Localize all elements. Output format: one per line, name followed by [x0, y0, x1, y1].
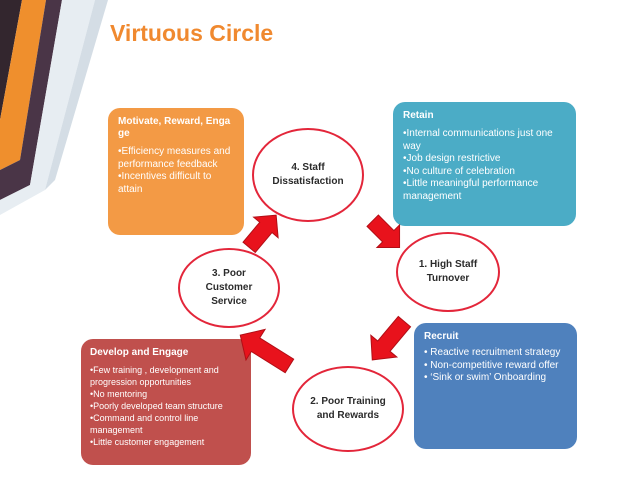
develop-item: •No mentoring: [90, 389, 148, 399]
motivate-box: Motivate, Reward, Enga ge •Efficiency me…: [108, 108, 244, 235]
circle-3-label: 3. Poor Customer Service: [205, 268, 253, 307]
retain-list: •Internal communications just one way •J…: [403, 128, 566, 203]
motivate-item: •Incentives difficult to attain: [118, 171, 212, 195]
corner-stripe-grey: [45, 0, 108, 190]
retain-box: Retain •Internal communications just one…: [393, 102, 576, 226]
develop-item: •Poorly developed team structure: [90, 401, 223, 411]
recruit-list: • Reactive recruitment strategy • Non-co…: [424, 347, 567, 385]
slide-title: Virtuous Circle: [110, 20, 274, 46]
motivate-list: •Efficiency measures and performance fee…: [118, 146, 234, 196]
corner-stripe-plum: [0, 0, 62, 200]
motivate-item: •Efficiency measures and performance fee…: [118, 146, 231, 170]
recruit-box: Recruit • Reactive recruitment strategy …: [414, 323, 577, 449]
develop-item: •Few training , development and progress…: [90, 365, 219, 387]
retain-item: •Job design restrictive: [403, 153, 501, 164]
develop-item: •Little customer engagement: [90, 437, 205, 447]
develop-item: •Command and control line management: [90, 413, 199, 435]
corner-decoration: [0, 0, 108, 215]
retain-item: •No culture of celebration: [403, 165, 515, 177]
circle-high-staff-turnover: 1. High Staff Turnover: [396, 232, 500, 312]
retain-heading: Retain: [403, 110, 434, 121]
circle-4-label: 4. Staff Dissatisfaction: [272, 162, 344, 187]
circle-2-label: 2. Poor Training and Rewards: [310, 396, 386, 421]
corner-stripe-light: [0, 0, 95, 215]
arrow-1-to-2: [370, 315, 412, 361]
retain-item: •Internal communications just one way: [403, 128, 553, 152]
develop-box: Develop and Engage •Few training , devel…: [81, 339, 251, 465]
circle-poor-customer-service: 3. Poor Customer Service: [178, 248, 280, 328]
recruit-item: • Reactive recruitment strategy: [424, 347, 561, 358]
retain-item: •Little meaningful performance managemen…: [403, 178, 539, 202]
develop-heading: Develop and Engage: [90, 347, 189, 358]
recruit-item: • ‘Sink or swim’ Onboarding: [424, 372, 547, 383]
circle-staff-dissatisfaction: 4. Staff Dissatisfaction: [252, 128, 364, 222]
circle-1-label: 1. High Staff Turnover: [418, 259, 478, 284]
motivate-heading: Motivate, Reward, Enga ge: [118, 116, 231, 139]
develop-list: •Few training , development and progress…: [90, 364, 242, 448]
recruit-heading: Recruit: [424, 331, 459, 342]
recruit-item: • Non-competitive reward offer: [424, 359, 559, 371]
circle-poor-training: 2. Poor Training and Rewards: [292, 366, 404, 452]
corner-stripe-orange: [0, 0, 46, 170]
